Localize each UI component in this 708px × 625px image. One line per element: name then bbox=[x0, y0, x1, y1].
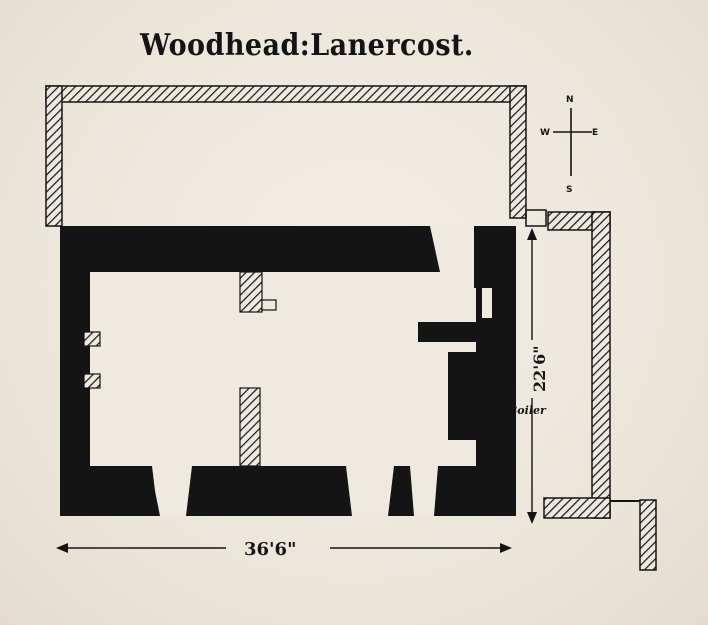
hatched-east-outshut-walls bbox=[543, 211, 657, 571]
width-dimension-label: 36'6" bbox=[244, 539, 296, 560]
hatched-outbuilding-walls bbox=[45, 85, 547, 227]
south-window-splays bbox=[92, 466, 438, 516]
boiler-pointer bbox=[499, 395, 515, 407]
compass-west-label: W bbox=[540, 128, 550, 138]
depth-dimension-line bbox=[527, 228, 537, 524]
compass-rose bbox=[553, 108, 592, 176]
width-dimension-line bbox=[56, 543, 512, 553]
interior-partitions bbox=[239, 271, 277, 467]
depth-dimension-label: 22'6" bbox=[530, 345, 549, 392]
boiler-label: Boiler bbox=[507, 404, 547, 417]
compass-south-label: S bbox=[566, 185, 572, 195]
interior-room bbox=[90, 272, 476, 466]
compass-east-label: E bbox=[592, 128, 598, 138]
plan-title: Woodhead:Lanercost. bbox=[140, 28, 474, 63]
wall-openings bbox=[83, 226, 516, 440]
compass-north-label: N bbox=[566, 95, 574, 105]
